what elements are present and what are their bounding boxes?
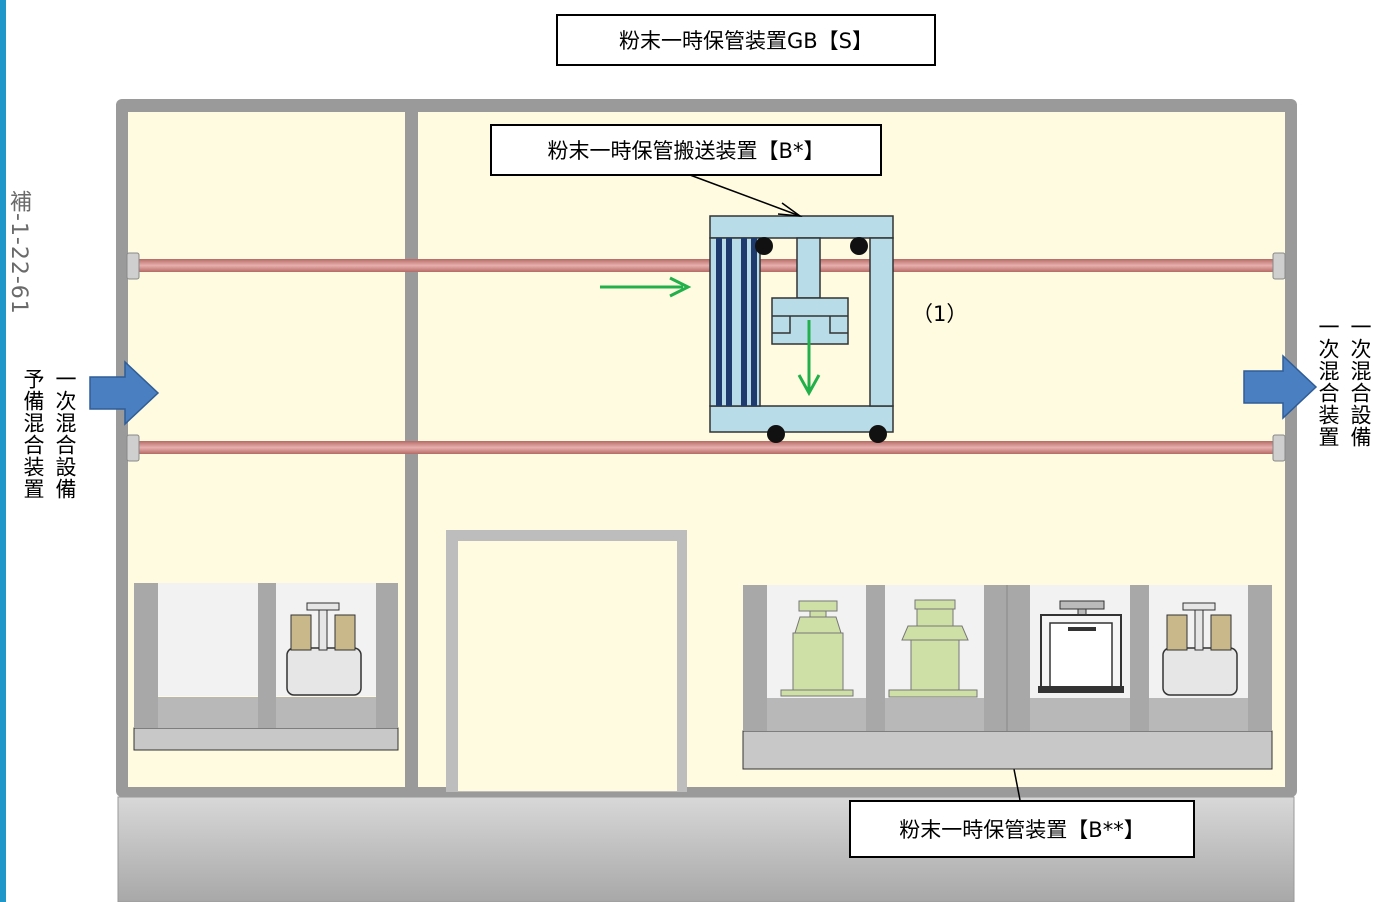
left-accent-strip <box>0 0 6 902</box>
transport-column-dark <box>726 238 732 406</box>
container-bottles-icon <box>286 602 362 696</box>
leader-line-transport <box>689 174 801 217</box>
transport-wheel <box>767 425 785 443</box>
storage-wall <box>376 583 398 728</box>
rail-end-cap <box>126 434 140 462</box>
green-down-arrowhead <box>797 374 821 397</box>
transport-column-dark <box>751 238 757 406</box>
page-number: 補-1-22-61 <box>6 190 31 315</box>
rail-end-cap <box>1272 252 1286 280</box>
right-storage-unit <box>742 585 1273 770</box>
storage-wall <box>258 583 276 728</box>
rail-end-cap <box>126 252 140 280</box>
transport-wheel <box>755 237 773 255</box>
transport-column-dark <box>716 238 722 406</box>
right-outflow-arrow <box>1243 354 1318 420</box>
right-label-col1: 一次混合設備 <box>1348 316 1372 448</box>
left-storage-unit <box>133 583 399 751</box>
storage-wall <box>743 585 767 731</box>
balance-scale-icon <box>1038 600 1124 693</box>
center-opening-inner <box>458 541 677 791</box>
left-label-col1: 一次混合設備 <box>53 368 77 500</box>
green-move-arrowhead <box>669 276 692 298</box>
title-label: 粉末一時保管装置GB【S】 <box>556 14 936 66</box>
storage-wall <box>134 583 158 728</box>
rail-end-cap <box>1272 434 1286 462</box>
left-label-col2: 予備混合装置 <box>21 368 45 500</box>
green-vessel-icon <box>888 599 978 698</box>
transport-hoist-shaft <box>796 237 821 299</box>
transport-frame-top <box>709 215 894 239</box>
position-marker-label: （1） <box>912 302 968 326</box>
storage-wall <box>1248 585 1272 731</box>
gripper-claw-icon <box>772 315 848 334</box>
storage-base <box>742 730 1273 770</box>
transport-wheel <box>869 425 887 443</box>
lower-rail <box>134 441 1280 454</box>
container-bottles-icon <box>1162 602 1238 696</box>
storage-wall <box>866 585 885 731</box>
leader-arrowhead <box>777 202 803 217</box>
powder-transport-device <box>709 215 894 443</box>
transport-column-dark <box>741 238 747 406</box>
transport-frame-bottom <box>709 405 894 433</box>
storage-back <box>158 583 258 696</box>
transport-device-label: 粉末一時保管搬送装置【B*】 <box>490 124 882 176</box>
transport-wheel <box>850 237 868 255</box>
left-inflow-arrow <box>89 360 160 426</box>
storage-device-label: 粉末一時保管装置【B**】 <box>849 800 1195 858</box>
storage-base <box>133 727 399 751</box>
transport-frame-right <box>869 237 894 407</box>
upper-rail <box>134 259 1280 272</box>
storage-wall <box>1130 585 1149 731</box>
right-label-col2: 一次混合装置 <box>1316 316 1340 448</box>
green-vessel-icon <box>780 600 854 697</box>
